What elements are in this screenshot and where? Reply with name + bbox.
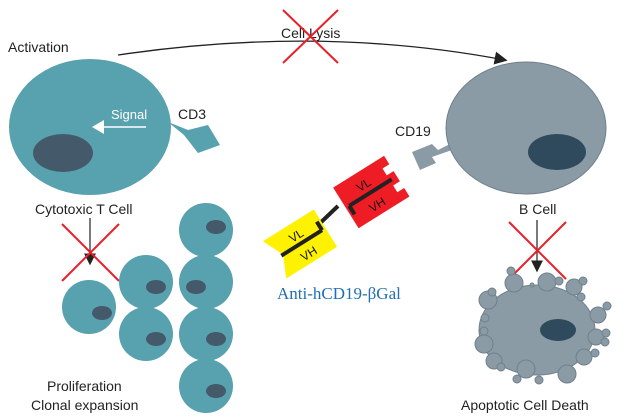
apoptotic-cell-death-label: Apoptotic Cell Death — [461, 397, 589, 413]
red-vl-label: VL — [354, 175, 374, 195]
yellow-vl-label: VL — [286, 226, 306, 246]
cell-lysis-cross-icon — [282, 9, 339, 64]
activation-label: Activation — [8, 39, 69, 55]
signal-arrow-icon — [92, 120, 104, 134]
cytotoxic-t-cell — [9, 59, 220, 195]
clonal-expansion-label: Clonal expansion — [31, 397, 138, 413]
apoptotic-b-cell — [474, 266, 612, 385]
proliferation-cross-icon — [61, 223, 120, 282]
apoptosis-cross-icon — [508, 221, 567, 280]
cd3-receptor — [168, 122, 220, 153]
b-cell-nucleus — [528, 134, 586, 170]
apoptotic-nucleus — [540, 319, 576, 341]
signal-label: Signal — [111, 107, 147, 122]
cd19-receptor — [412, 144, 452, 170]
proliferation-label: Proliferation — [47, 378, 122, 394]
cell-lysis-label: Cell Lysis — [281, 25, 340, 41]
cd3-label: CD3 — [178, 106, 206, 122]
b-cell-label: B Cell — [519, 201, 556, 217]
anti-hcd19-bgal-antibody: VL VH VL VH — [262, 155, 410, 279]
cd19-label: CD19 — [395, 123, 431, 139]
t-cell-nucleus — [33, 134, 93, 172]
cytotoxic-t-cell-label: Cytotoxic T Cell — [35, 201, 133, 217]
antibody-name: Anti-hCD19-βGal — [277, 284, 401, 303]
cell-lysis-arrow — [117, 40, 508, 65]
proliferated-t-cells — [62, 203, 233, 413]
b-cell — [412, 61, 607, 195]
